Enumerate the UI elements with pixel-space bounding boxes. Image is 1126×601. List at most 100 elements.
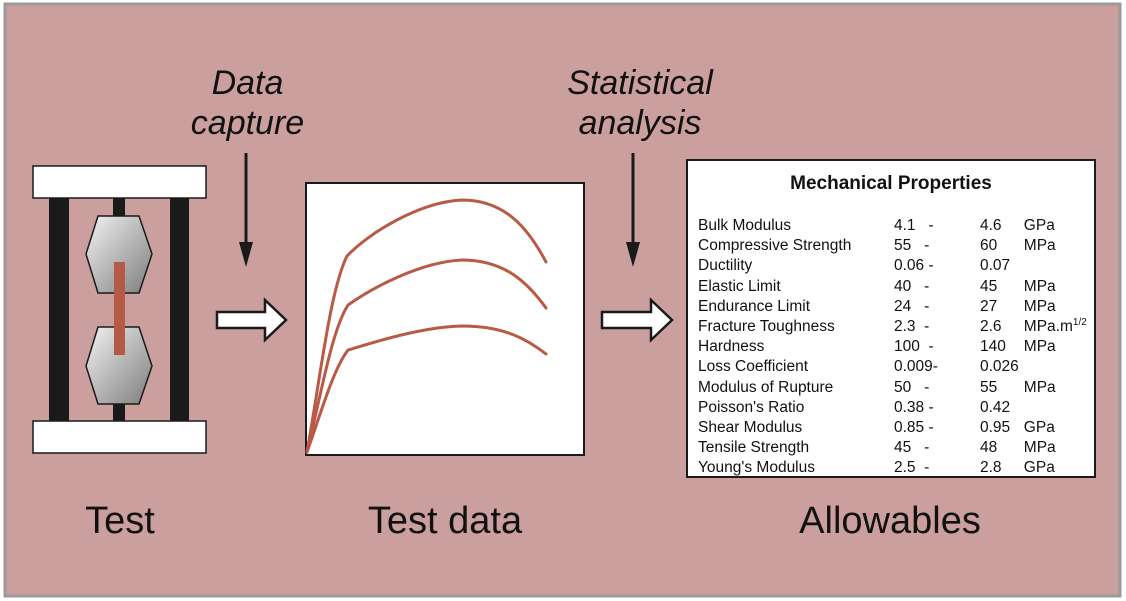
property-high-value: 55 — [980, 378, 1019, 398]
property-unit-text: MPa — [1023, 439, 1056, 457]
property-name-text: Young's Modulus — [698, 459, 815, 477]
property-high-value-text: 48 — [980, 439, 998, 457]
property-name: Elastic Limit — [698, 277, 894, 297]
property-high-value: 140 — [980, 337, 1019, 357]
property-name: Tensile Strength — [698, 438, 894, 458]
property-high-value: 27 — [980, 297, 1019, 317]
property-unit: MPa — [1019, 236, 1087, 256]
property-unit: MPa — [1019, 297, 1087, 317]
property-low-value-text: 100 - — [894, 338, 934, 356]
property-high-value: 48 — [980, 438, 1019, 458]
statistical-analysis-arrow-icon — [626, 153, 640, 267]
property-name: Compressive Strength — [698, 236, 894, 256]
property-high-value: 0.026 — [980, 357, 1019, 377]
property-low-value: 100 - — [894, 337, 980, 357]
property-high-value-text: 60 — [980, 237, 998, 255]
stage-label-test: Test — [85, 500, 155, 542]
property-high-value: 0.07 — [980, 256, 1019, 276]
property-name-text: Elastic Limit — [698, 277, 781, 295]
property-name: Young's Modulus — [698, 458, 894, 478]
property-unit-text: MPa — [1023, 297, 1056, 315]
property-name-text: Poisson's Ratio — [698, 398, 805, 416]
property-row: Poisson's Ratio 0.38 -0.42 — [698, 398, 1087, 418]
property-name: Loss Coefficient — [698, 357, 894, 377]
property-name-text: Modulus of Rupture — [698, 378, 834, 396]
property-high-value-text: 2.6 — [980, 318, 1002, 336]
property-high-value-text: 27 — [980, 297, 998, 315]
property-unit: MPa — [1019, 337, 1087, 357]
property-name: Endurance Limit — [698, 297, 894, 317]
property-name: Bulk Modulus — [698, 216, 894, 236]
property-row: Endurance Limit 24 - 27 MPa — [698, 297, 1087, 317]
property-name-text: Loss Coefficient — [698, 358, 808, 376]
property-high-value-text: 0.42 — [980, 398, 1011, 416]
property-unit-text: MPa — [1023, 338, 1056, 356]
stage-label-allowables: Allowables — [799, 500, 981, 542]
property-low-value-text: 24 - — [894, 297, 930, 315]
statistical-analysis-label-line2: analysis — [578, 104, 702, 142]
property-low-value-text: 55 - — [894, 237, 930, 255]
curve-high — [305, 198, 548, 454]
property-low-value-text: 50 - — [894, 378, 930, 396]
data-capture-label-line2: capture — [190, 104, 305, 142]
property-name: Ductility — [698, 256, 894, 276]
property-high-value: 45 — [980, 277, 1019, 297]
property-low-value-text: 2.5 - — [894, 459, 930, 477]
property-unit-text: GPa — [1023, 459, 1055, 477]
property-name: Fracture Toughness — [698, 317, 894, 337]
property-name: Poisson's Ratio — [698, 398, 894, 418]
property-high-value: 2.6 — [980, 317, 1019, 337]
property-unit: GPa — [1019, 216, 1087, 236]
property-name-text: Compressive Strength — [698, 237, 852, 255]
lower-grip-rod — [113, 404, 125, 421]
property-high-value: 2.8 — [980, 458, 1019, 478]
property-unit: MPa — [1019, 378, 1087, 398]
property-name-text: Endurance Limit — [698, 297, 811, 315]
property-name-text: Ductility — [698, 257, 753, 275]
property-low-value: 2.5 - — [894, 458, 980, 478]
property-high-value-text: 4.6 — [980, 217, 1002, 234]
property-low-value-text: 0.85 - — [894, 419, 934, 437]
property-unit: MPa — [1019, 438, 1087, 458]
property-high-value: 0.95 — [980, 418, 1019, 438]
property-name-text: Fracture Toughness — [698, 318, 835, 336]
property-low-value: 24 - — [894, 297, 980, 317]
property-unit-text: MPa — [1023, 277, 1056, 295]
curve-mid — [305, 258, 548, 454]
property-name: Modulus of Rupture — [698, 378, 894, 398]
property-low-value-text: 0.009- — [894, 358, 938, 376]
property-unit-text: MPa.m — [1023, 318, 1073, 336]
property-high-value: 0.42 — [980, 398, 1019, 418]
statistical-analysis-label: Statistical analysis — [545, 63, 735, 143]
property-high-value-text: 0.07 — [980, 257, 1011, 275]
property-unit: MPa.m1/2 — [1019, 317, 1087, 337]
property-low-value: 50 - — [894, 378, 980, 398]
property-low-value-text: 4.1 - — [894, 217, 934, 234]
hollow-arrow-right-icon — [600, 297, 674, 343]
property-unit: GPa — [1019, 418, 1087, 438]
data-capture-arrow-icon — [239, 153, 253, 267]
machine-top-crosshead — [32, 165, 207, 199]
property-high-value-text: 55 — [980, 378, 998, 396]
property-row: Modulus of Rupture 50 - 55 MPa — [698, 378, 1087, 398]
property-low-value: 0.38 - — [894, 398, 980, 418]
property-name: Shear Modulus — [698, 418, 894, 438]
property-unit-text: GPa — [1023, 419, 1055, 437]
property-unit-text: GPa — [1023, 217, 1055, 234]
property-row: Compressive Strength 55 - 60 MPa — [698, 236, 1087, 256]
property-high-value: 60 — [980, 236, 1019, 256]
stress-strain-curves — [305, 198, 548, 454]
property-low-value-text: 45 - — [894, 439, 930, 457]
property-high-value-text: 0.95 — [980, 419, 1011, 437]
property-unit: MPa — [1019, 277, 1087, 297]
